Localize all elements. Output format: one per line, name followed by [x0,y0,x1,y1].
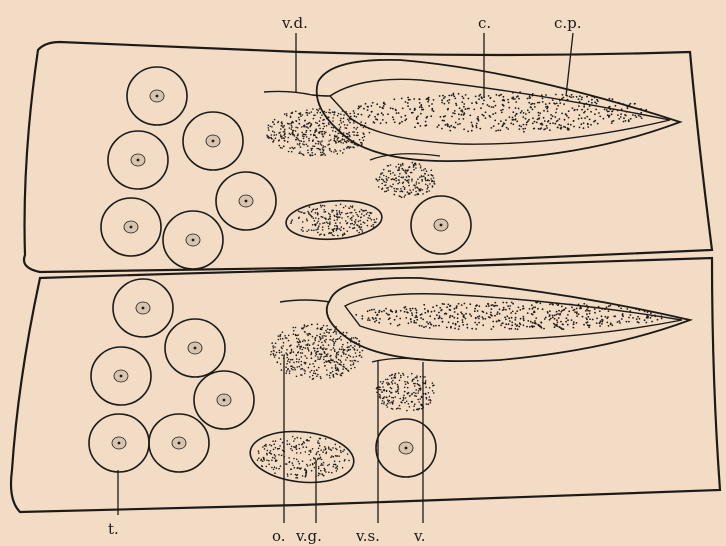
cirrus-stipple-upper [353,91,648,132]
vas-deferens-upper [264,91,330,96]
label-testis: t. [108,520,119,538]
vitelline-gland-lower [248,427,357,488]
cirrus-pouch-upper [317,60,680,161]
shell-gland-upper [375,162,435,198]
testis [411,196,471,254]
testis [101,198,161,256]
testis [113,279,173,337]
testis [194,371,254,429]
testis [89,414,149,472]
cirrus-stipple-lower [355,301,662,330]
shell-gland-lower [376,372,435,411]
label-ovary: o. [272,527,286,545]
testis [127,67,187,125]
testis [91,347,151,405]
cirrus-lower [345,294,682,340]
cirrus-pouch-lower [327,278,690,361]
label-cirrus-pouch: c.p. [554,14,582,32]
label-vas-deferens: v.d. [281,14,308,32]
testis [163,211,223,269]
label-vitelline-gland: v.g. [295,527,322,545]
label-vesicula-seminalis: v.s. [355,527,380,545]
testis [183,112,243,170]
leader-cp [566,33,573,96]
testis [165,319,225,377]
vas-deferens-lower [280,300,330,302]
label-cirrus: c. [478,14,491,32]
cirrus-upper [330,79,670,144]
label-vagina: v. [413,527,425,545]
testis [108,131,168,189]
testis [216,172,276,230]
testis [149,414,209,472]
upper-segment [24,42,712,272]
testis [376,419,436,477]
